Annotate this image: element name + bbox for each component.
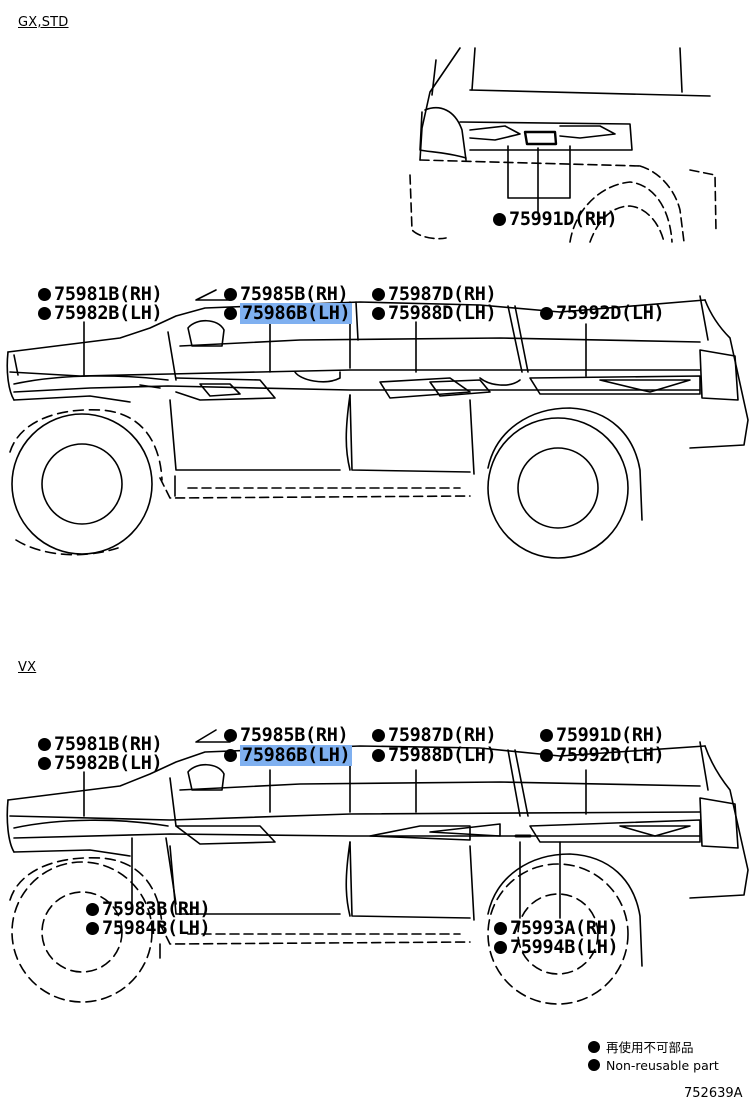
gx-std-side-view-drawing bbox=[6, 289, 749, 559]
non-reusable-bullet-icon bbox=[224, 729, 237, 742]
part-callout-75992D-lh[interactable]: 75992D(LH) bbox=[540, 304, 665, 324]
part-callout-75986B-lh-highlighted[interactable]: 75986B(LH) bbox=[224, 303, 353, 324]
part-callout-vx-75986B-lh-highlighted[interactable]: 75986B(LH) bbox=[224, 745, 353, 766]
non-reusable-bullet-icon bbox=[372, 749, 385, 762]
variant-label-vx: VX bbox=[18, 660, 37, 675]
illustration-id: 752639A bbox=[684, 1086, 743, 1101]
non-reusable-bullet-icon bbox=[494, 922, 507, 935]
non-reusable-bullet-icon bbox=[540, 307, 553, 320]
non-reusable-bullet-icon bbox=[494, 941, 507, 954]
non-reusable-bullet-icon bbox=[38, 738, 51, 751]
part-callout-vx-75984B-lh[interactable]: 75984B(LH) bbox=[86, 919, 211, 939]
rear-quarter-detail-drawing bbox=[409, 47, 717, 243]
part-callout-vx-75988D-lh[interactable]: 75988D(LH) bbox=[372, 746, 497, 766]
non-reusable-bullet-icon bbox=[372, 729, 385, 742]
non-reusable-bullet-icon bbox=[540, 729, 553, 742]
non-reusable-bullet-icon bbox=[372, 288, 385, 301]
part-callout-vx-75993A-rh[interactable]: 75993A(RH) bbox=[494, 919, 619, 939]
part-callout-75985B-rh[interactable]: 75985B(RH) bbox=[224, 285, 349, 305]
non-reusable-bullet-icon bbox=[86, 922, 99, 935]
non-reusable-bullet-icon bbox=[493, 213, 506, 226]
non-reusable-bullet-icon bbox=[38, 288, 51, 301]
part-callout-vx-75982B-lh[interactable]: 75982B(LH) bbox=[38, 754, 163, 774]
variant-label-gx-std: GX,STD bbox=[18, 15, 69, 30]
part-callout-vx-75983B-rh[interactable]: 75983B(RH) bbox=[86, 900, 211, 920]
non-reusable-bullet-icon bbox=[224, 307, 237, 320]
part-callout-75981B-rh[interactable]: 75981B(RH) bbox=[38, 285, 163, 305]
non-reusable-bullet-icon bbox=[38, 757, 51, 770]
part-callout-vx-75991D-rh[interactable]: 75991D(RH) bbox=[540, 726, 665, 746]
non-reusable-bullet-icon bbox=[38, 307, 51, 320]
non-reusable-bullet-icon bbox=[86, 903, 99, 916]
part-callout-vx-75987D-rh[interactable]: 75987D(RH) bbox=[372, 726, 497, 746]
non-reusable-bullet-icon bbox=[588, 1059, 600, 1071]
legend-non-reusable-jp: 再使用不可部品 bbox=[588, 1037, 694, 1056]
non-reusable-bullet-icon bbox=[588, 1041, 600, 1053]
non-reusable-bullet-icon bbox=[540, 749, 553, 762]
non-reusable-bullet-icon bbox=[372, 307, 385, 320]
non-reusable-bullet-icon bbox=[224, 749, 237, 762]
part-callout-75982B-lh[interactable]: 75982B(LH) bbox=[38, 304, 163, 324]
part-callout-75991D-rh[interactable]: 75991D(RH) bbox=[493, 210, 618, 230]
part-callout-vx-75992D-lh[interactable]: 75992D(LH) bbox=[540, 746, 665, 766]
part-callout-vx-75981B-rh[interactable]: 75981B(RH) bbox=[38, 735, 163, 755]
non-reusable-bullet-icon bbox=[224, 288, 237, 301]
part-callout-75987D-rh[interactable]: 75987D(RH) bbox=[372, 285, 497, 305]
part-callout-vx-75994B-lh[interactable]: 75994B(LH) bbox=[494, 938, 619, 958]
legend-non-reusable-en: Non-reusable part bbox=[588, 1058, 719, 1073]
part-callout-vx-75985B-rh[interactable]: 75985B(RH) bbox=[224, 726, 349, 746]
part-callout-75988D-lh[interactable]: 75988D(LH) bbox=[372, 304, 497, 324]
